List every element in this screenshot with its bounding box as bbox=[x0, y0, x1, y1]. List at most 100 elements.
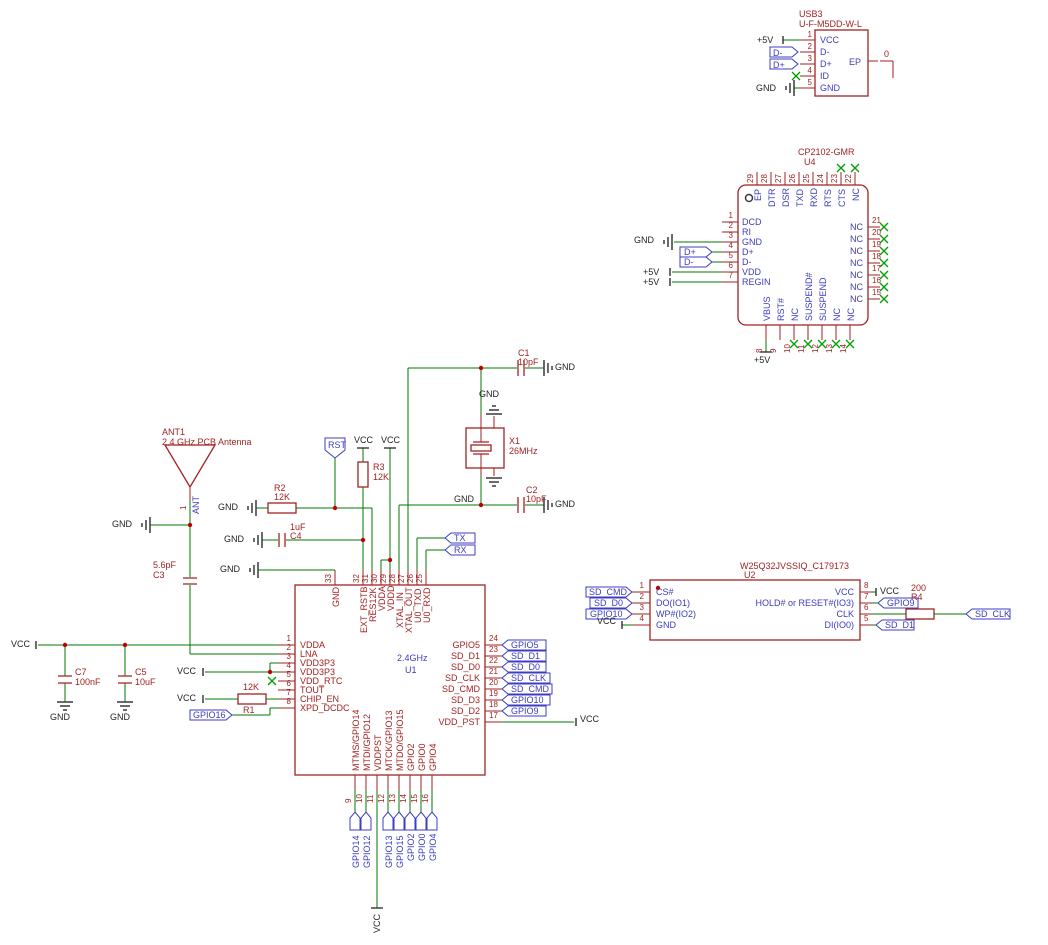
flag-rx bbox=[444, 544, 476, 556]
u4-pin-name: CTS bbox=[837, 189, 847, 207]
flag-sd-d0 bbox=[501, 661, 547, 673]
usb3-pin-num: 3 bbox=[807, 54, 812, 63]
u1-pin-num: 10 bbox=[355, 794, 364, 803]
u4-pin-num: 17 bbox=[872, 264, 881, 273]
net-label: 0 bbox=[884, 49, 890, 59]
u4-pin-num: 28 bbox=[760, 174, 769, 183]
net-label: +5V bbox=[643, 277, 660, 287]
flag-sd-d1 bbox=[501, 650, 547, 662]
net-label: +5V bbox=[643, 267, 660, 277]
net-label: VCC bbox=[597, 616, 617, 626]
flag-gpio5 bbox=[501, 639, 547, 651]
c5-ref: C5 bbox=[135, 667, 147, 677]
u1-pin-num: 4 bbox=[286, 661, 291, 670]
u1-pin-num: 9 bbox=[344, 798, 353, 803]
u4-pin-name: NC bbox=[850, 270, 863, 280]
antenna[interactable] bbox=[163, 444, 217, 500]
u1-pin-num: 7 bbox=[286, 688, 291, 697]
net-flag: D- bbox=[773, 48, 783, 58]
u1-pin-num: 6 bbox=[286, 679, 291, 688]
u1-pin-name: TOUT bbox=[300, 685, 325, 695]
net-flag: GPIO13 bbox=[384, 835, 394, 868]
net-flag: GPIO14 bbox=[351, 835, 361, 868]
u1-pin-name: MTDO/GPIO15 bbox=[395, 709, 405, 771]
u1-pin-num: 25 bbox=[415, 574, 424, 583]
r2-ref: R2 bbox=[274, 483, 286, 493]
u1-pin-num: 17 bbox=[489, 711, 498, 720]
u4-cp2102-chip[interactable] bbox=[722, 172, 880, 340]
net-flags[interactable] bbox=[189, 46, 1011, 831]
u4-pin-num: 15 bbox=[872, 288, 881, 297]
net-flag: GPIO16 bbox=[193, 710, 226, 720]
usb3-connector[interactable] bbox=[800, 29, 894, 97]
u1-ref: U1 bbox=[405, 665, 417, 675]
c4-val: 1uF bbox=[290, 522, 306, 532]
u4-pin-num: 7 bbox=[728, 271, 733, 280]
u2-flash-chip[interactable] bbox=[632, 579, 872, 641]
net-flag: D+ bbox=[773, 60, 785, 70]
flag-dm bbox=[769, 46, 799, 58]
u4-pin-name: VDD bbox=[742, 267, 762, 277]
u1-pin-name: SD_D2 bbox=[450, 706, 480, 716]
r4-val: 200 bbox=[911, 583, 927, 593]
no-connect-marks bbox=[267, 71, 889, 686]
u2-pin-num: 2 bbox=[639, 592, 644, 601]
r1-resistor bbox=[237, 693, 267, 705]
pin1-indicator bbox=[744, 193, 754, 203]
net-label: +5V bbox=[754, 355, 771, 365]
power-ports[interactable] bbox=[35, 36, 877, 909]
u1-pin-name: SD_D1 bbox=[450, 651, 480, 661]
u4-pin-num: 23 bbox=[830, 174, 839, 183]
flag-sd-d0 bbox=[589, 597, 633, 609]
u1-pin-name: U0_RXD bbox=[422, 587, 432, 623]
u1-pin-num: 14 bbox=[399, 794, 408, 803]
u4-pin-name: SUSPEND bbox=[818, 277, 828, 321]
flag-rst bbox=[324, 437, 346, 459]
r1-ref: R1 bbox=[243, 705, 255, 715]
u4-pin-name: NC bbox=[850, 234, 863, 244]
u4-pin-num: 21 bbox=[872, 216, 881, 225]
flag-dp bbox=[679, 246, 713, 258]
u1-pin-num: 22 bbox=[489, 656, 498, 665]
usb3-part: U-F-M5DD-W-L bbox=[799, 19, 862, 29]
x1-crystal[interactable] bbox=[465, 414, 505, 476]
u1-pin-name: GPIO4 bbox=[428, 743, 438, 771]
u4-pin-name: VBUS bbox=[762, 296, 772, 321]
net-label: VCC bbox=[11, 639, 31, 649]
u4-pin-name: NC bbox=[846, 308, 856, 321]
flag-gpio9 bbox=[877, 597, 919, 609]
gnd-symbols[interactable] bbox=[57, 80, 795, 711]
u4-pin-num: 6 bbox=[728, 261, 733, 270]
u1-pin-num: 20 bbox=[489, 678, 498, 687]
passive-components[interactable] bbox=[58, 360, 935, 705]
net-label: +5V bbox=[757, 35, 774, 45]
u1-pin-num: 2 bbox=[286, 643, 291, 652]
u4-pin-num: 9 bbox=[769, 348, 778, 353]
gnd-label: GND bbox=[756, 83, 776, 93]
u2-pin-name: CS# bbox=[656, 587, 674, 597]
flag-gpio10 bbox=[501, 694, 551, 706]
u4-pin-name: REGIN bbox=[742, 277, 771, 287]
wire-net[interactable] bbox=[38, 39, 966, 908]
u2-pin-name: WP#(IO2) bbox=[656, 609, 697, 619]
net-flag: GPIO12 bbox=[362, 835, 372, 868]
u4-pin-name: EP bbox=[753, 188, 763, 201]
u4-pin-name: NC bbox=[851, 188, 861, 201]
usb3-pin-name: GND bbox=[820, 83, 840, 93]
u4-pin-num: 27 bbox=[774, 174, 783, 183]
flag-gpio13 bbox=[382, 811, 394, 831]
u4-pin-name: NC bbox=[850, 282, 863, 292]
c5-capacitor bbox=[118, 675, 132, 684]
u4-pin-name: RI bbox=[742, 227, 751, 237]
usb3-pin-name: D- bbox=[820, 47, 830, 57]
u1-main-chip[interactable] bbox=[278, 570, 502, 790]
u2-pin-num: 3 bbox=[639, 603, 644, 612]
u1-pin-name: VDD_PST bbox=[438, 717, 480, 727]
u4-pin-name: GND bbox=[742, 237, 762, 247]
u1-pin-name: XPD_DCDC bbox=[300, 703, 350, 713]
net-flag: GPIO15 bbox=[395, 835, 405, 868]
u2-pin-name: GND bbox=[656, 620, 676, 630]
junction-dots bbox=[62, 365, 484, 675]
c7-val: 100nF bbox=[75, 677, 101, 687]
